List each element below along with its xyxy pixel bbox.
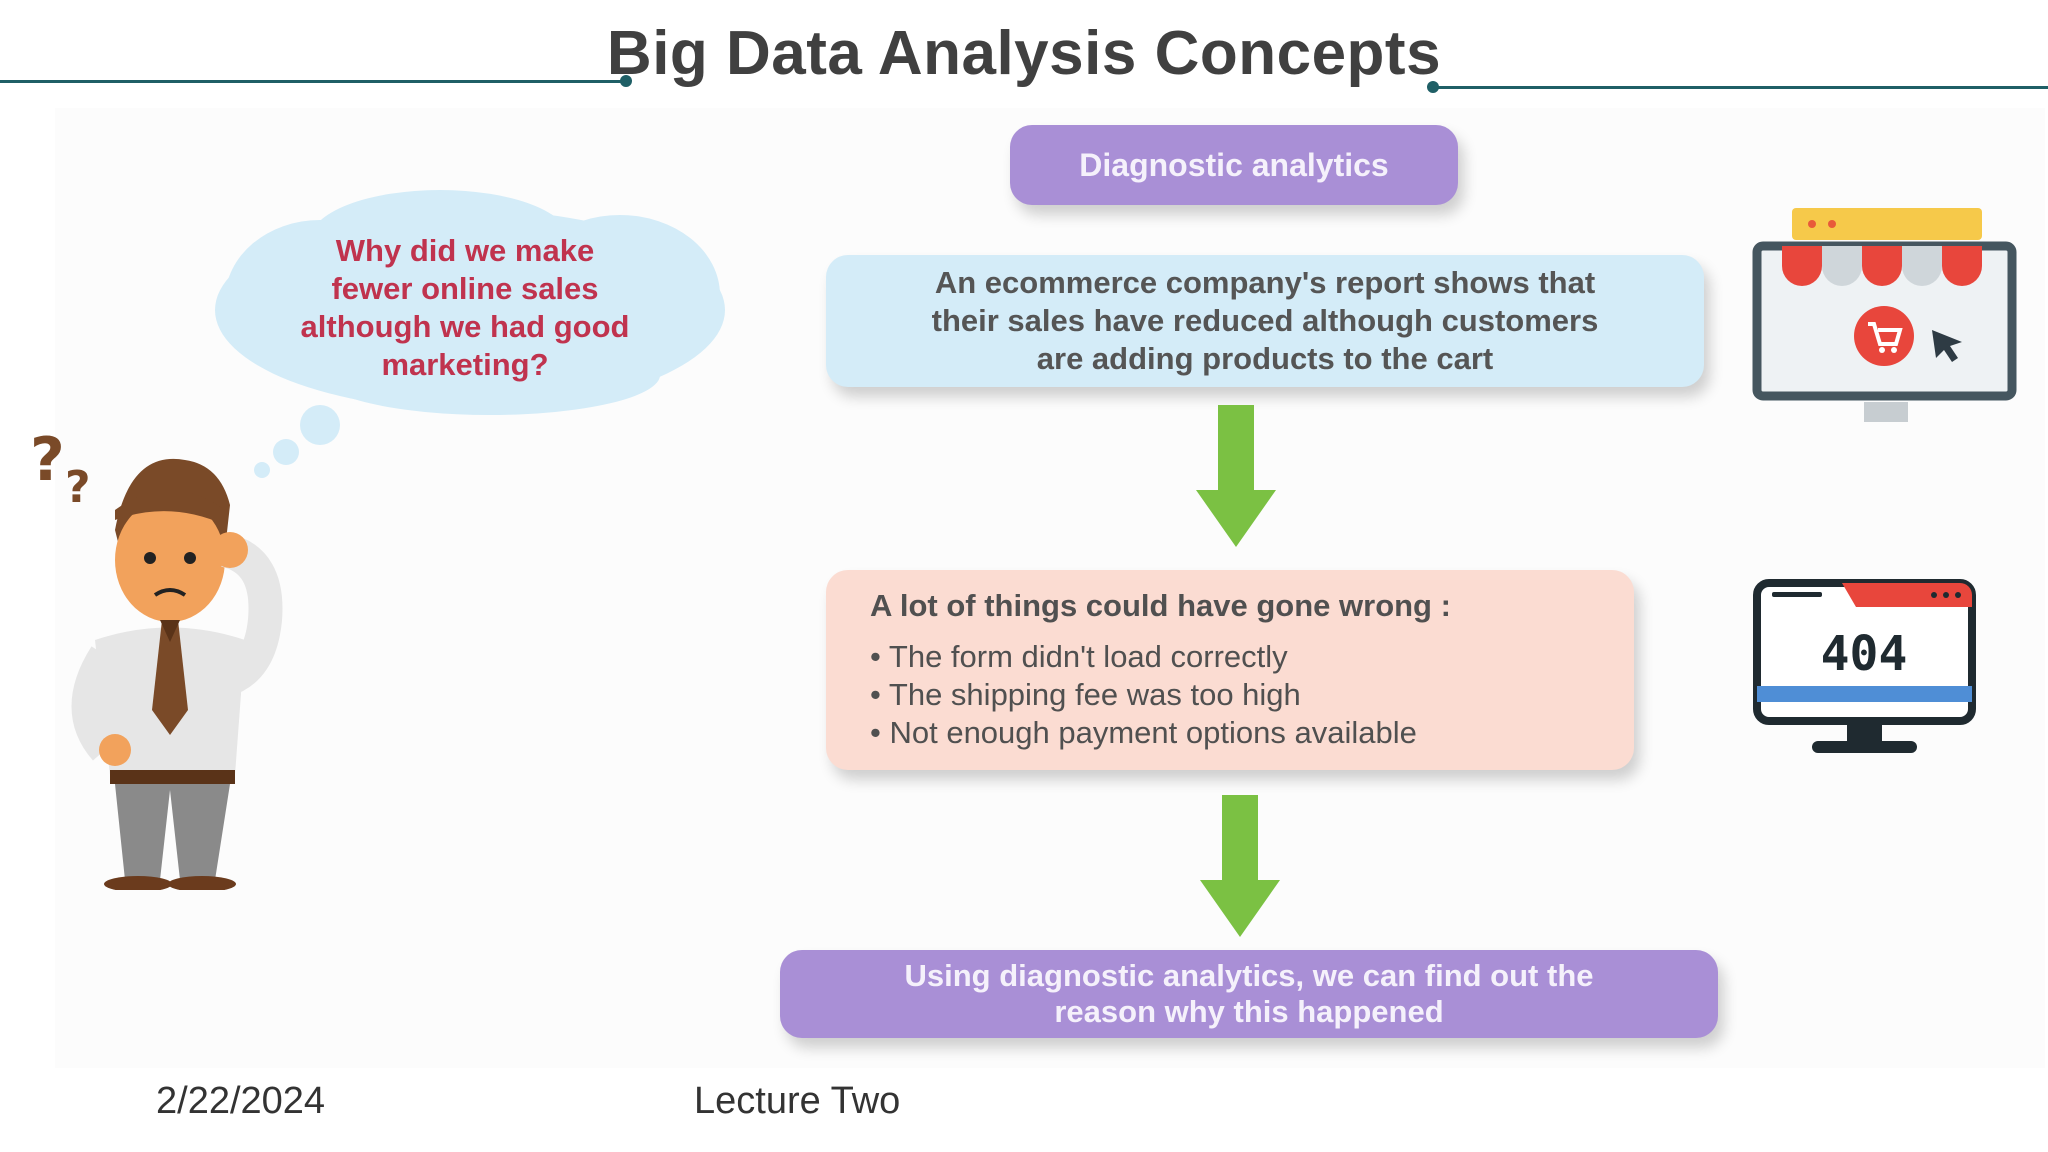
title-rule-right-dot <box>1427 81 1439 93</box>
cause-item: • The form didn't load correctly <box>870 639 1288 674</box>
scenario-line: An ecommerce company's report shows that <box>934 265 1596 300</box>
bubble-line: marketing? <box>381 347 549 382</box>
title-rule-left-dot <box>620 75 632 87</box>
scenario-box: An ecommerce company's report shows that… <box>826 255 1704 387</box>
bubble-line: although we had good <box>300 309 630 344</box>
error-404-monitor-icon: 404 <box>1753 579 1976 753</box>
causes-heading: A lot of things could have gone wrong : <box>870 588 1451 623</box>
question-marks-icon: ? ? <box>30 425 91 513</box>
cause-item: • Not enough payment options available <box>870 715 1417 750</box>
bubble-line: Why did we make <box>335 233 595 268</box>
possible-causes-box: A lot of things could have gone wrong : … <box>826 570 1634 770</box>
conclusion-line: reason why this happened <box>1054 994 1444 1029</box>
slide-title: Big Data Analysis Concepts <box>606 19 1442 88</box>
cause-text: Not enough payment options available <box>889 715 1417 750</box>
cause-text: The shipping fee was too high <box>888 677 1301 712</box>
conclusion-line: Using diagnostic analytics, we can find … <box>904 958 1594 993</box>
down-arrow-icon <box>1200 795 1280 937</box>
confused-man-icon: ? ? <box>30 425 283 890</box>
title-rule-left <box>0 80 626 83</box>
bubble-line: fewer online sales <box>331 271 599 306</box>
online-store-monitor-icon <box>1752 208 2017 422</box>
cause-item: • The shipping fee was too high <box>870 677 1301 712</box>
conclusion-box: Using diagnostic analytics, we can find … <box>780 950 1718 1038</box>
svg-text:?: ? <box>65 462 91 513</box>
scenario-line: are adding products to the cart <box>1036 341 1494 376</box>
slide-date: 2/22/2024 <box>156 1080 326 1122</box>
thought-bubble-question: Why did we make fewer online sales altho… <box>240 232 690 384</box>
thought-bubble-icon <box>215 190 725 478</box>
title-rule-right <box>1432 86 2048 89</box>
scenario-line: their sales have reduced although custom… <box>931 303 1599 338</box>
diagnostic-analytics-header: Diagnostic analytics <box>1010 125 1458 205</box>
error-code: 404 <box>1821 626 1908 682</box>
slide-footer-label: Lecture Two <box>694 1080 901 1122</box>
cause-text: The form didn't load correctly <box>888 639 1288 674</box>
svg-text:?: ? <box>30 425 65 495</box>
down-arrow-icon <box>1196 405 1276 547</box>
